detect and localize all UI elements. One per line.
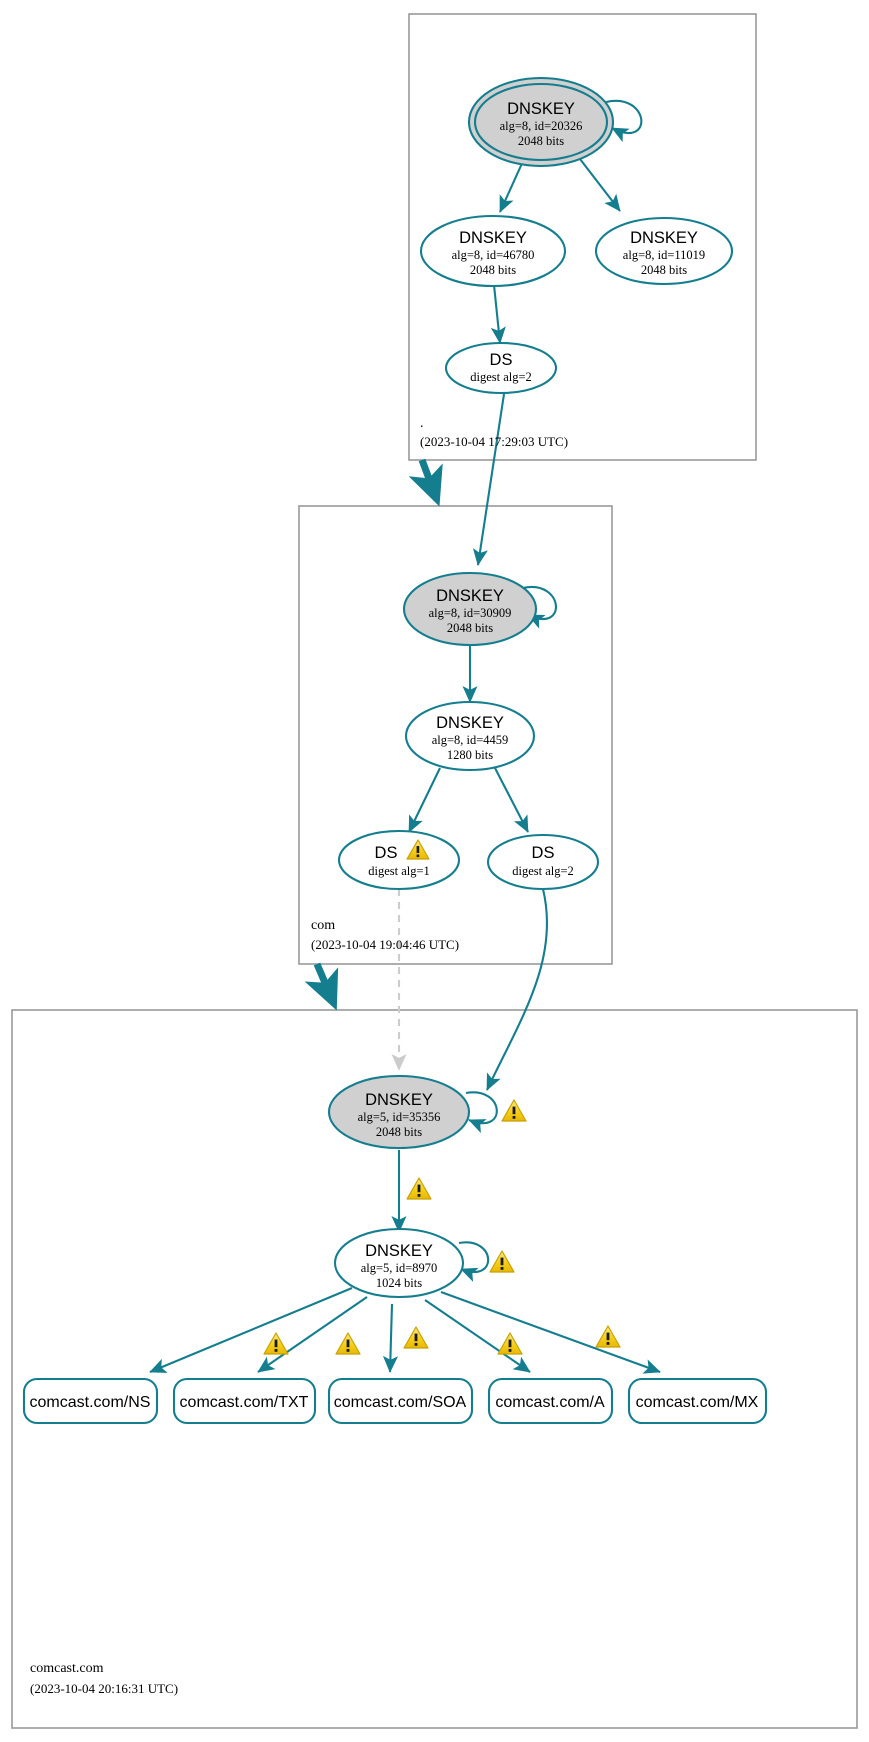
- node-root-ksk-line3: 2048 bits: [518, 134, 564, 148]
- node-com-ds-2: [486, 833, 600, 891]
- node-root-zsk-46780-line3: 2048 bits: [470, 263, 516, 277]
- node-rr-txt-label: comcast.com/TXT: [180, 1394, 309, 1411]
- node-root-zsk-46780: [419, 214, 567, 288]
- node-root-ksk-line2: alg=8, id=20326: [500, 119, 583, 133]
- node-com-zsk: [404, 700, 536, 772]
- node-rr-a-label: comcast.com/A: [495, 1394, 605, 1411]
- node-rr-txt: [172, 1377, 317, 1425]
- warning-triangle-icon-rr-a-edge: [497, 1332, 523, 1355]
- node-comcast-zsk-title: DNSKEY: [365, 1242, 433, 1260]
- edge-zsk-to-rr-a: [424, 1299, 531, 1373]
- warning-triangle-icon-ksk-zsk-edge: [406, 1177, 432, 1200]
- node-com-ds-2-title: DS: [532, 844, 555, 862]
- node-rr-soa-label: comcast.com/SOA: [334, 1394, 467, 1411]
- node-comcast-zsk-line2: alg=5, id=8970: [361, 1261, 438, 1275]
- node-comcast-ksk: [327, 1074, 471, 1150]
- node-com-zsk-title: DNSKEY: [436, 714, 504, 732]
- edge-com-zsk-to-ds1: [408, 767, 441, 833]
- edge-root-ksk-selfsign: [605, 99, 643, 143]
- node-comcast-ksk-title: DNSKEY: [365, 1091, 433, 1109]
- zone-label-comcast: comcast.com: [30, 1661, 104, 1676]
- node-com-zsk-line2: alg=8, id=4459: [432, 733, 509, 747]
- warning-triangle-icon-comcast-zsk: [489, 1250, 515, 1273]
- zone-timestamp-comcast: (2023-10-04 20:16:31 UTC): [30, 1681, 178, 1696]
- node-com-ds-1-title: DS: [375, 844, 398, 862]
- warning-triangle-icon-rr-soa-edge: [403, 1326, 429, 1349]
- node-com-zsk-line3: 1280 bits: [447, 748, 493, 762]
- edge-root-ksk-to-11019: [579, 158, 621, 212]
- edge-zsk-to-rr-txt: [257, 1296, 368, 1373]
- node-root-ksk: [473, 82, 609, 162]
- node-root-zsk-46780-line2: alg=8, id=46780: [452, 248, 535, 262]
- node-rr-ns: [22, 1377, 159, 1425]
- edge-root-46780-to-ds: [490, 284, 506, 344]
- node-com-ds-1: [337, 829, 461, 891]
- node-rr-a: [487, 1377, 614, 1425]
- node-comcast-zsk-line3: 1024 bits: [376, 1276, 422, 1290]
- zone-label-com: com: [311, 918, 335, 933]
- edge-zsk-to-rr-ns: [149, 1287, 353, 1373]
- node-rr-mx-label: comcast.com/MX: [636, 1394, 759, 1411]
- node-com-ds-2-line2: digest alg=2: [512, 864, 574, 878]
- warning-triangle-icon-com-ds-1: [406, 839, 430, 860]
- node-com-ksk-line2: alg=8, id=30909: [429, 606, 512, 620]
- node-comcast-zsk: [333, 1227, 465, 1299]
- zone-label-root: .: [420, 416, 424, 431]
- node-root-zsk-11019-line2: alg=8, id=11019: [623, 248, 705, 262]
- edge-com-ksk-selfsign: [522, 585, 557, 629]
- node-rr-ns-label: comcast.com/NS: [30, 1394, 151, 1411]
- delegation-arrow-root-to-com: [408, 458, 443, 507]
- node-com-ksk-line3: 2048 bits: [447, 621, 493, 635]
- edge-root-ds-to-com-ksk: [472, 393, 506, 566]
- edge-com-zsk-to-ds2: [494, 767, 529, 833]
- edge-comcast-ksk-selfsign: [465, 1091, 498, 1134]
- node-rr-mx: [627, 1377, 768, 1425]
- warning-triangle-icon-rr-ns-edge: [263, 1332, 289, 1355]
- zone-timestamp-com: (2023-10-04 19:04:46 UTC): [311, 937, 459, 952]
- edge-com-ds2-to-comcast-ksk: [486, 888, 548, 1091]
- warning-triangle-icon-comcast-ksk: [501, 1099, 527, 1122]
- edge-root-ksk-to-46780: [499, 158, 525, 213]
- node-root-zsk-11019: [594, 216, 734, 286]
- warning-triangle-icon-rr-mx-edge: [595, 1325, 621, 1348]
- node-root-zsk-11019-line3: 2048 bits: [641, 263, 687, 277]
- edge-comcast-zsk-selfsign: [458, 1241, 490, 1282]
- warning-triangle-icon-rr-txt-edge: [335, 1332, 361, 1355]
- node-com-ds-1-line2: digest alg=1: [368, 864, 430, 878]
- node-rr-soa: [327, 1377, 474, 1425]
- node-root-ds-com-title: DS: [490, 351, 513, 369]
- node-root-zsk-46780-title: DNSKEY: [459, 229, 527, 247]
- node-root-ds-com: [444, 341, 558, 395]
- node-com-ksk: [402, 571, 538, 647]
- edge-zsk-to-rr-mx: [440, 1291, 661, 1374]
- node-comcast-ksk-line3: 2048 bits: [376, 1125, 422, 1139]
- edge-zsk-to-rr-soa: [382, 1303, 399, 1373]
- node-root-ds-com-line2: digest alg=2: [470, 370, 532, 384]
- node-com-ksk-title: DNSKEY: [436, 587, 504, 605]
- node-root-ksk-title: DNSKEY: [507, 100, 575, 118]
- node-root-zsk-11019-title: DNSKEY: [630, 229, 698, 247]
- delegation-arrow-com-to-comcast: [304, 962, 339, 1011]
- zone-timestamp-root: (2023-10-04 17:29:03 UTC): [420, 434, 568, 449]
- node-comcast-ksk-line2: alg=5, id=35356: [358, 1110, 441, 1124]
